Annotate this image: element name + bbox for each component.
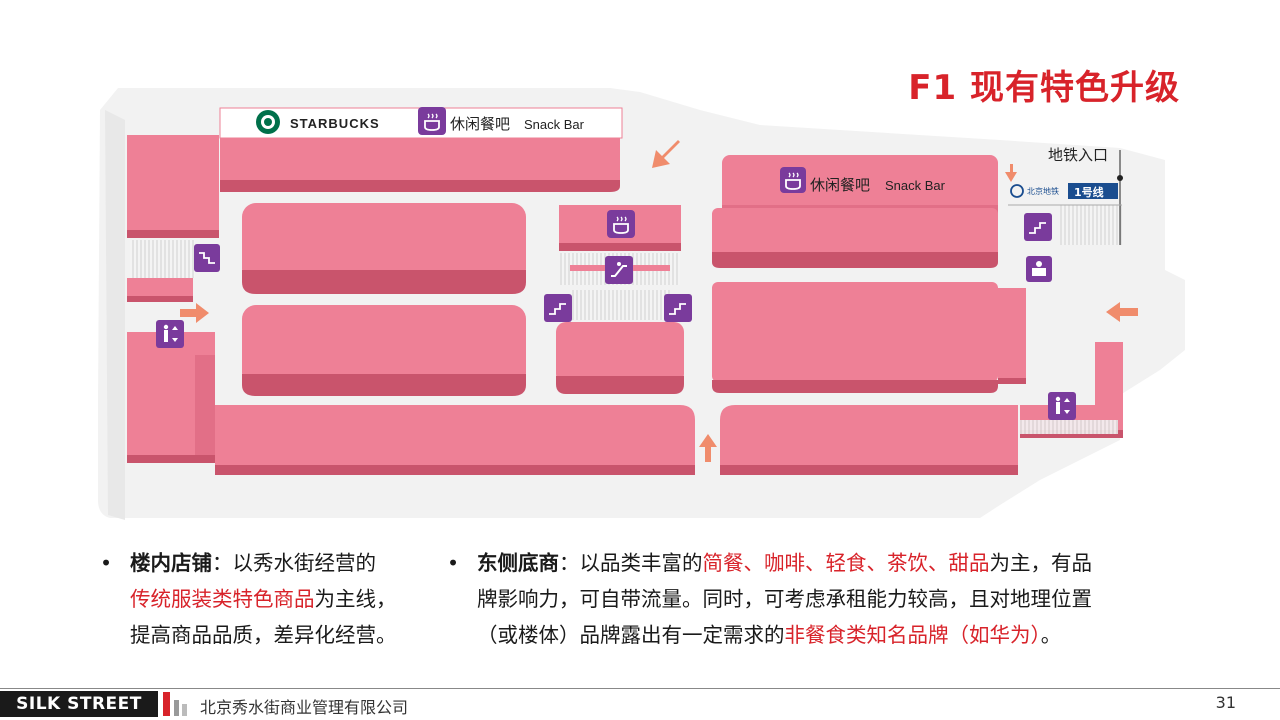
arrow-icon-northwest [652,140,680,168]
shop-center-1 [242,203,526,294]
shop-right-3 [712,282,998,393]
hatch-far-right [1020,420,1118,434]
shop-starbucks-strip [219,107,623,192]
snack-bar-2-en: Snack Bar [885,178,946,193]
coffee-cup-icon-1 [418,107,446,135]
bullet-left: • 楼内店铺：以秀水街经营的 传统服装类特色商品为主线， 提高商品品质，差异化经… [100,551,397,647]
shop-center-2 [242,305,526,396]
shop-middle-bottom [556,322,684,394]
stairs-icon-mid-right [664,294,692,322]
bullet-left-highlight: 传统服装类特色商品 [130,587,315,611]
arrow-icon-east-left [180,303,209,323]
bullet-right-title: 东侧底商 [477,551,559,575]
arrow-icon-subway-down [1005,164,1017,182]
shop-left-top [127,135,219,238]
shop-right-narrow [998,288,1026,384]
stairs-zone-mid [570,290,670,320]
hatch-stairs-left [130,240,195,278]
brand-logo: SILK STREET [0,691,158,717]
arrow-icon-north-bottom [699,434,717,462]
starbucks-logo [256,110,280,134]
subway-stairs-zone [1060,205,1122,245]
stairs-icon-left [194,244,220,272]
starbucks-label: STARBUCKS [290,116,380,131]
page-title: F1 现有特色升级 [908,68,1180,108]
shop-bottom-right [720,405,1018,475]
footer: SILK STREET 北京秀水街商业管理有限公司 31 [0,688,1280,720]
shop-bottom-left [215,405,695,475]
elevator-icon-left [156,320,184,348]
bullet-right: • 东侧底商：以品类丰富的简餐、咖啡、轻食、茶饮、甜品为主，有品 牌影响力，可自… [447,551,1092,647]
coffee-cup-icon-2 [780,167,806,193]
description-bullets: • 楼内店铺：以秀水街经营的 传统服装类特色商品为主线， 提高商品品质，差异化经… [0,545,1280,665]
escalator-icon [605,256,633,284]
subway-line-label: 1号线 [1074,185,1104,199]
floor-map: STARBUCKS 休闲餐吧 Snack Bar [98,88,1185,520]
shop-right-2 [712,208,998,268]
subway-logo: 北京地铁 1号线 [1010,183,1118,199]
restroom-icon [1026,256,1052,282]
bullet-left-title: 楼内店铺 [130,551,212,575]
page-number: 31 [1215,693,1236,712]
company-name: 北京秀水街商业管理有限公司 [200,698,409,717]
elevator-icon-right [1048,392,1076,420]
subway-logo-text: 北京地铁 [1027,186,1059,196]
snack-bar-1-cn: 休闲餐吧 [450,115,510,133]
snack-bar-2-cn: 休闲餐吧 [810,176,870,194]
shop-left-small [127,278,193,302]
snack-bar-1-en: Snack Bar [524,117,585,132]
shop-left-bottom [127,332,215,463]
subway-entrance-label: 地铁入口 [1048,146,1108,164]
bullet-right-highlight-2: 非餐食类知名品牌（如华为） [784,623,1041,647]
bullet-right-highlight-1: 简餐、咖啡、轻食、茶饮、甜品 [702,551,990,575]
stairs-icon-subway [1024,213,1052,241]
coffee-cup-icon-3 [607,210,635,238]
stairs-icon-mid-left [544,294,572,322]
arrow-icon-west-right [1106,302,1138,322]
